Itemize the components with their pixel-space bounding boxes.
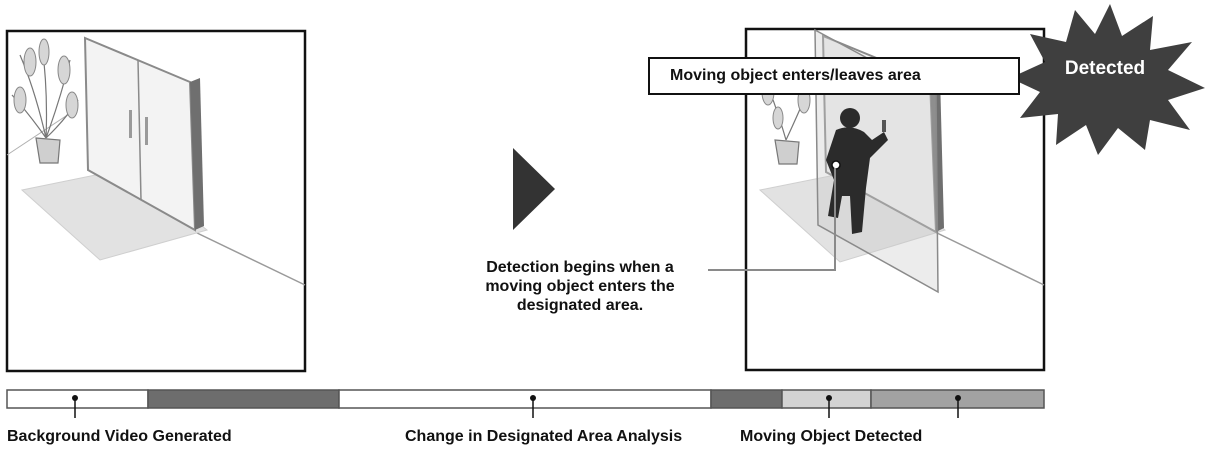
timeline-marker-detected: [955, 395, 961, 418]
timeline-segment-analysis: [338, 389, 712, 409]
caption-line-2: moving object enters the: [485, 278, 675, 295]
starburst-icon: [1010, 4, 1205, 155]
timeline-label-detected: Moving Object Detected: [740, 428, 923, 445]
timeline-bar: [6, 389, 1045, 418]
timeline-marker-background: [72, 395, 78, 418]
area-callout-box: Moving object enters/leaves area: [648, 57, 1020, 95]
timeline-segment-dark-2: [710, 389, 783, 409]
caption-line-3: designated area.: [516, 297, 644, 314]
timeline-segment-dark: [147, 389, 340, 409]
timeline-label-background: Background Video Generated: [7, 428, 232, 445]
caption-leader-line: [708, 168, 836, 271]
detected-label: Detected: [1064, 58, 1146, 79]
timeline-marker-analysis: [530, 395, 536, 418]
person-silhouette-icon: [826, 108, 888, 234]
detection-caption: Detection begins when a moving object en…: [420, 258, 740, 315]
timeline-marker-light: [826, 395, 832, 418]
timeline-label-analysis: Change in Designated Area Analysis: [405, 428, 683, 445]
floor-mat: [20, 167, 209, 261]
scene-before-panel: [5, 29, 307, 373]
play-triangle-icon: [513, 148, 555, 230]
caption-line-1: Detection begins when a: [486, 259, 674, 276]
potted-plant-icon: [11, 38, 79, 164]
